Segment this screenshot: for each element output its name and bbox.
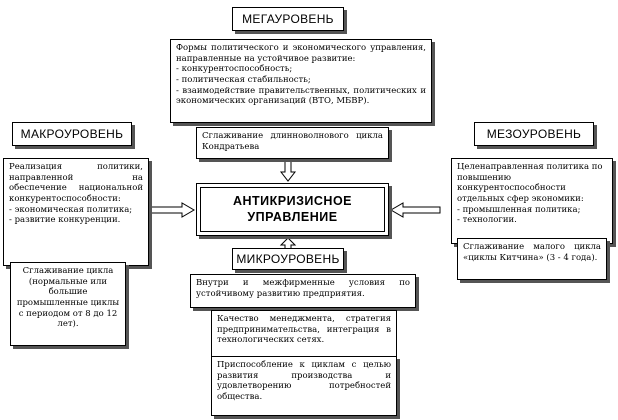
macro-level-title: МАКРОУРОВЕНЬ xyxy=(12,122,132,146)
list-item: - взаимодействие правительственных, поли… xyxy=(176,85,426,107)
meso-title-text: МЕЗОУРОВЕНЬ xyxy=(486,127,582,141)
mega-level-description: Формы политического и экономического упр… xyxy=(170,39,432,123)
meso-items-list: - промышленная политика; - технологии. xyxy=(457,205,607,226)
list-item: - экономическая политика; xyxy=(9,204,133,215)
list-item: - политическая стабильность; xyxy=(176,74,311,85)
arrow-from-meso xyxy=(390,202,441,218)
meso-level-title: МЕЗОУРОВЕНЬ xyxy=(474,122,594,146)
mega-level-title: МЕГАУРОВЕНЬ xyxy=(232,7,344,31)
mega-items-list: - конкурентоспособность; - политическая … xyxy=(176,64,426,107)
mega-cycle-note: Сглаживание длинноволнового цикла Кондра… xyxy=(196,127,389,159)
micro-text: Внутри и межфирменные условия по устойчи… xyxy=(196,278,410,299)
list-item: - промышленная политика; xyxy=(457,204,581,215)
mega-title-text: МЕГАУРОВЕНЬ xyxy=(242,12,334,26)
macro-cycle-note: Сглаживание цикла (нормальные или больши… xyxy=(10,262,126,346)
macro-items-list: - экономическая политика; - развитие кон… xyxy=(9,205,143,226)
list-item: - конкурентоспособность; xyxy=(176,64,293,75)
micro-sub-adaptation: Приспособление к циклам с целью развития… xyxy=(211,356,397,416)
meso-level-description: Целенаправленная политика по повышению к… xyxy=(451,158,613,244)
macro-title-text: МАКРОУРОВЕНЬ xyxy=(20,127,124,141)
micro-level-title: МИКРОУРОВЕНЬ xyxy=(232,248,344,270)
micro-sub1-text: Качество менеджмента, стратегия предприн… xyxy=(217,314,391,346)
meso-intro: Целенаправленная политика по повышению к… xyxy=(457,162,603,204)
arrow-from-mega xyxy=(279,159,297,182)
macro-intro: Реализация политики, направленной на обе… xyxy=(9,162,143,204)
macro-level-description: Реализация политики, направленной на обе… xyxy=(3,158,149,266)
mega-note-text: Сглаживание длинноволнового цикла Кондра… xyxy=(202,131,383,152)
mega-intro: Формы политического и экономического упр… xyxy=(176,43,426,64)
meso-cycle-note: Сглаживание малого цикла «циклы Китчина»… xyxy=(457,238,607,280)
macro-note-text: Сглаживание цикла (нормальные или больши… xyxy=(16,266,120,330)
list-item: - развитие конкуренции. xyxy=(9,215,121,226)
arrow-from-macro xyxy=(149,202,195,218)
micro-sub-management: Качество менеджмента, стратегия предприн… xyxy=(211,310,397,356)
meso-note-text: Сглаживание малого цикла «циклы Китчина»… xyxy=(463,242,601,263)
central-title-line1: АНТИКРИЗИСНОЕ xyxy=(232,193,353,208)
list-item: - технологии. xyxy=(457,215,517,226)
micro-sub2-text: Приспособление к циклам с целью развития… xyxy=(217,360,391,402)
central-title-line2: УПРАВЛЕНИЕ xyxy=(247,209,338,224)
central-block: АНТИКРИЗИСНОЕ УПРАВЛЕНИЕ xyxy=(196,183,389,236)
central-title: АНТИКРИЗИСНОЕ УПРАВЛЕНИЕ xyxy=(200,187,385,232)
micro-title-text: МИКРОУРОВЕНЬ xyxy=(236,252,340,266)
micro-level-description: Внутри и межфирменные условия по устойчи… xyxy=(190,274,416,308)
